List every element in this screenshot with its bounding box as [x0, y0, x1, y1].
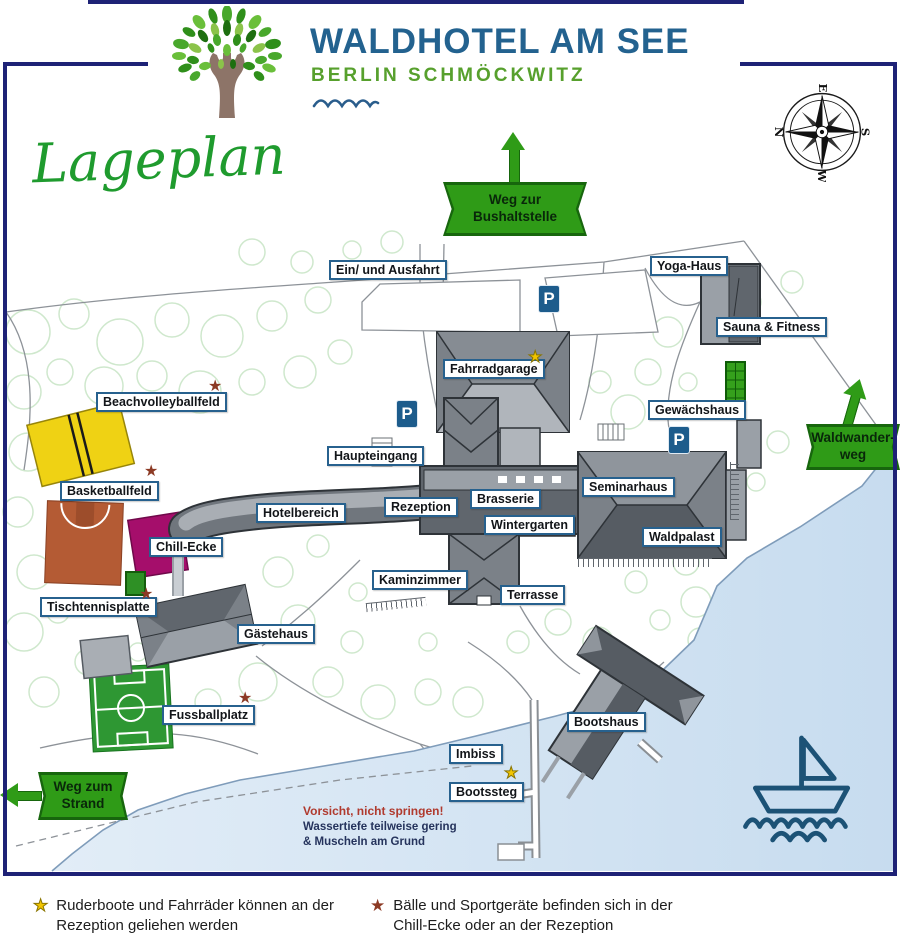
sign-bushaltestelle-line2: Bushaltstelle [472, 209, 558, 224]
strand-arrow-head [0, 783, 18, 807]
table-tennis [125, 571, 146, 596]
label-wintergarten: Wintergarten [484, 515, 575, 535]
legend-sport-text: Bälle und Sportgeräte befinden sich in d… [393, 897, 673, 935]
label-kaminzimmer: Kaminzimmer [372, 570, 468, 590]
boundary-dashed [15, 765, 473, 847]
legend-rental-text: Ruderboote und Fahrräder können an der R… [56, 897, 334, 935]
bus-arrow-shaft [509, 149, 520, 187]
terrace-hatch-south [578, 558, 712, 567]
label-haupteingang: Haupteingang [327, 446, 425, 466]
boat-dock [497, 699, 664, 861]
sign-waldwanderweg-line1: Waldwander- [811, 430, 895, 446]
wave-icon [312, 99, 380, 109]
top-border-line [88, 0, 744, 4]
label-waldpalast: Waldpalast [642, 527, 722, 547]
label-fahrradgarage: Fahrradgarage [443, 359, 545, 379]
label-fussballplatz: Fussballplatz [162, 705, 256, 725]
rental-star-icon: ★ [32, 896, 49, 915]
parking-icon: P [396, 400, 418, 428]
hotel-subtitle: BERLIN SCHMÖCKWITZ [311, 65, 586, 86]
sign-bushaltestelle: Weg zur Bushaltstelle [443, 182, 587, 236]
label-bootssteg: Bootssteg [449, 782, 525, 802]
map-script-title: Lageplan [30, 123, 287, 196]
compass-letter-bottom: W [815, 169, 829, 182]
guesthouse-building [134, 583, 259, 669]
parking-icon: P [538, 285, 560, 313]
header: WALDHOTEL AM SEE BERLIN SCHMÖCKWITZ [148, 4, 740, 118]
sport-star-icon: ★ [144, 463, 159, 480]
compass-letter-right: S [858, 128, 870, 136]
label-rezeption: Rezeption [384, 497, 458, 517]
rental-star-icon: ★ [527, 349, 543, 366]
small-annex [79, 634, 133, 680]
label-terrasse: Terrasse [500, 585, 566, 605]
sign-waldwanderweg: Waldwander- weg [806, 424, 900, 470]
roads [5, 240, 895, 783]
label-tischtennisplatte: Tischtennisplatte [40, 597, 157, 617]
warning-line2: Wassertiefe teilweise gering [303, 820, 457, 833]
label-yoga-haus: Yoga-Haus [650, 256, 729, 276]
beachvolleyball-court [25, 401, 136, 488]
compass-letter-top: E [816, 83, 830, 92]
sign-strand-line1: Weg zum [53, 779, 113, 795]
sign-weg-zum-strand: Weg zum Strand [38, 772, 128, 820]
tree-circles [2, 230, 804, 720]
hotel-title: WALDHOTEL AM SEE [310, 22, 690, 61]
label-ein-und-ausfahrt: Ein/ und Ausfahrt [329, 260, 447, 280]
sign-waldwanderweg-line2: weg [839, 447, 867, 462]
label-gaestehaus: Gästehaus [237, 624, 315, 644]
south-wing [448, 533, 520, 606]
greenhouse [725, 361, 746, 409]
compass-rose-icon: E S W N [774, 83, 870, 182]
parking-icon: P [668, 426, 690, 454]
label-imbiss: Imbiss [449, 744, 503, 764]
terrace-hatch-east [730, 462, 739, 520]
label-sauna-fitness: Sauna & Fitness [716, 317, 828, 337]
warning-line3: & Muscheln am Grund [303, 835, 426, 848]
sport-star-icon: ★ [139, 586, 154, 603]
sport-star-icon: ★ [370, 896, 386, 915]
label-beachvolleyballfeld: Beachvolleyballfeld [96, 392, 227, 412]
basketball-court [44, 500, 124, 586]
label-brasserie: Brasserie [470, 489, 541, 509]
tree-logo-icon [172, 6, 282, 118]
sign-strand-line2: Strand [61, 796, 105, 811]
north-annex [736, 419, 762, 469]
warning-line1: Vorsicht, nicht springen! [303, 804, 444, 818]
sailboat-icon [743, 735, 851, 843]
sign-bushaltestelle-line1: Weg zur [488, 192, 542, 208]
yoga-building [700, 263, 761, 345]
connector-wing [499, 427, 541, 473]
west-tower [443, 397, 499, 475]
bus-arrow-head [501, 132, 525, 150]
label-gewaechshaus: Gewächshaus [648, 400, 747, 420]
label-basketballfeld: Basketballfeld [60, 481, 159, 501]
sport-star-icon: ★ [208, 378, 223, 395]
sport-star-icon: ★ [238, 690, 253, 707]
strand-arrow-shaft [16, 791, 42, 801]
label-bootshaus: Bootshaus [567, 712, 646, 732]
water-warning: Vorsicht, nicht springen! Wassertiefe te… [303, 804, 493, 849]
legend-rental: ★ Ruderboote und Fahrräder können an der… [32, 896, 353, 937]
lake-water [52, 446, 894, 871]
legend-sport: ★ Bälle und Sportgeräte befinden sich in… [370, 896, 710, 937]
rental-star-icon: ★ [503, 765, 519, 782]
label-chill-ecke: Chill-Ecke [149, 537, 224, 557]
label-hotelbereich: Hotelbereich [256, 503, 346, 523]
label-seminarhaus: Seminarhaus [582, 477, 675, 497]
compass-letter-left: N [774, 127, 786, 138]
